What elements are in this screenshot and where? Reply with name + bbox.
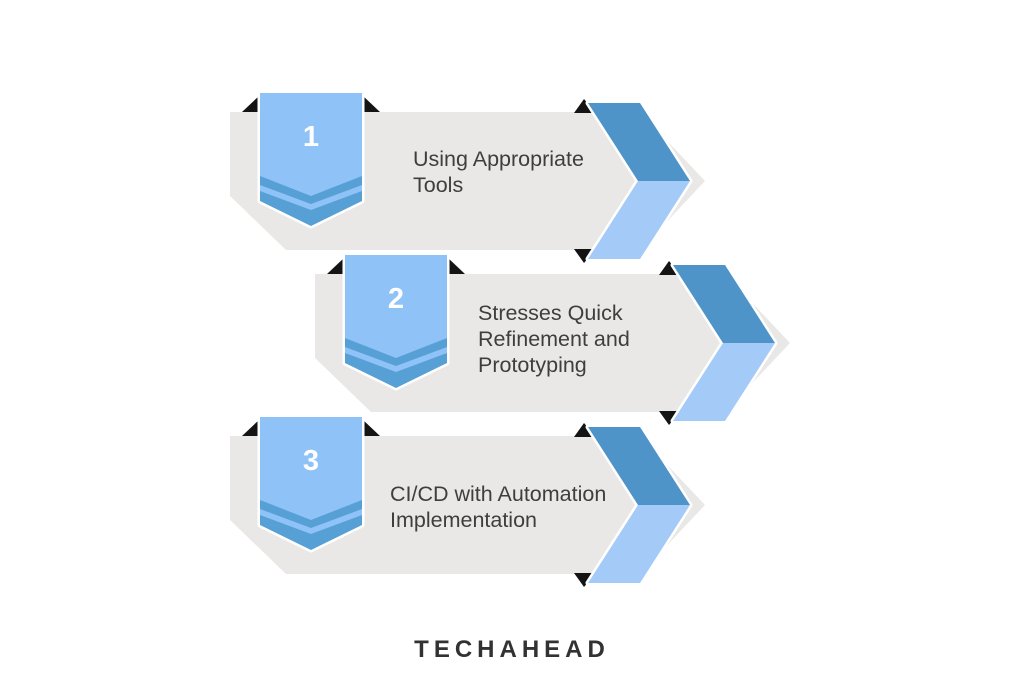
step-number-2: 2 (387, 283, 405, 315)
step-number-1: 1 (302, 121, 320, 153)
brand-logo: TECHAHEAD (414, 636, 610, 663)
step-number-3: 3 (302, 445, 320, 477)
step-label-1: Using Appropriate Tools (413, 147, 584, 197)
step-label-3: CI/CD with Automation Implementation (390, 482, 607, 532)
step-label-2: Stresses Quick Refinement and Prototypin… (478, 301, 630, 377)
